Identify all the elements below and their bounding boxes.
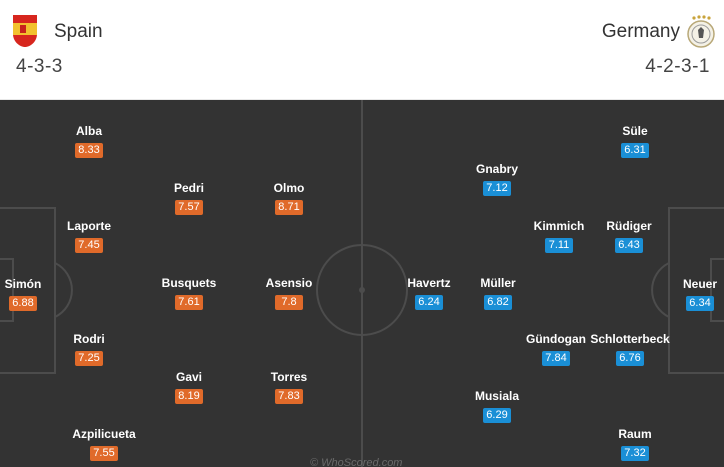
- player-neuer[interactable]: Neuer 6.34: [655, 277, 724, 311]
- home-formation: 4-3-3: [16, 56, 63, 77]
- lineup-header: Spain 4-3-3 Germany 4-2-3-1: [0, 0, 724, 100]
- player-name: Pedri: [173, 181, 204, 195]
- player-rating: 8.19: [175, 389, 203, 404]
- player-name: Raum: [618, 427, 652, 441]
- player-name: Schlotterbeck: [590, 332, 670, 346]
- player-simon[interactable]: Simón 6.88: [0, 277, 68, 311]
- player-havertz[interactable]: Havertz 6.24: [384, 276, 474, 310]
- player-name: Simón: [4, 277, 42, 291]
- player-busquets[interactable]: Busquets 7.61: [144, 276, 234, 310]
- player-muller[interactable]: Müller 6.82: [453, 276, 543, 310]
- player-name: Havertz: [407, 276, 451, 290]
- player-gnabry[interactable]: Gnabry 7.12: [452, 162, 542, 196]
- player-rudiger[interactable]: Rüdiger 6.43: [584, 219, 674, 253]
- player-rating: 6.31: [621, 143, 649, 158]
- player-rating: 7.32: [621, 446, 649, 461]
- player-rating: 7.45: [75, 238, 103, 253]
- germany-crest-icon: [687, 15, 715, 48]
- player-rating: 6.76: [616, 351, 644, 366]
- player-rating: 6.34: [686, 296, 714, 311]
- player-rating: 7.55: [90, 446, 118, 461]
- player-gavi[interactable]: Gavi 8.19: [144, 370, 234, 404]
- player-sule[interactable]: Süle 6.31: [590, 124, 680, 158]
- player-name: Olmo: [273, 181, 305, 195]
- player-name: Gavi: [175, 370, 202, 384]
- player-rodri[interactable]: Rodri 7.25: [44, 332, 134, 366]
- player-name: Rodri: [73, 332, 105, 346]
- player-rating: 7.12: [483, 181, 511, 196]
- watermark: © WhoScored.com: [310, 457, 403, 467]
- player-name: Laporte: [66, 219, 111, 233]
- player-name: Rüdiger: [606, 219, 652, 233]
- player-rating: 6.82: [484, 295, 512, 310]
- player-name: Asensio: [265, 276, 313, 290]
- player-name: Neuer: [682, 277, 717, 291]
- player-rating: 7.83: [275, 389, 303, 404]
- pitch: Alba 8.33 Pedri 7.57 Olmo 8.71 Laporte 7…: [0, 100, 724, 467]
- player-kimmich[interactable]: Kimmich 7.11: [514, 219, 604, 253]
- player-schlotterbeck[interactable]: Schlotterbeck 6.76: [585, 332, 675, 366]
- player-rating: 7.84: [542, 351, 570, 366]
- away-team-name[interactable]: Germany: [601, 21, 680, 42]
- player-name: Gnabry: [475, 162, 518, 176]
- player-rating: 6.24: [415, 295, 443, 310]
- player-musiala[interactable]: Musiala 6.29: [452, 389, 542, 423]
- player-name: Süle: [622, 124, 648, 138]
- player-azpilicueta[interactable]: Azpilicueta 7.55: [59, 427, 149, 461]
- player-name: Busquets: [161, 276, 217, 290]
- away-formation: 4-2-3-1: [645, 56, 710, 77]
- player-torres[interactable]: Torres 7.83: [244, 370, 334, 404]
- spain-flag-icon: [13, 15, 37, 47]
- player-raum[interactable]: Raum 7.32: [590, 427, 680, 461]
- player-asensio[interactable]: Asensio 7.8: [244, 276, 334, 310]
- player-rating: 7.57: [175, 200, 203, 215]
- player-name: Müller: [480, 276, 516, 290]
- player-name: Kimmich: [533, 219, 585, 233]
- player-rating: 7.8: [275, 295, 303, 310]
- player-rating: 7.61: [175, 295, 203, 310]
- player-rating: 8.71: [275, 200, 303, 215]
- player-rating: 6.88: [9, 296, 37, 311]
- player-laporte[interactable]: Laporte 7.45: [44, 219, 134, 253]
- player-pedri[interactable]: Pedri 7.57: [144, 181, 234, 215]
- player-name: Gündogan: [526, 332, 586, 346]
- player-rating: 7.11: [545, 238, 573, 253]
- pitch-markings: [0, 100, 724, 467]
- player-rating: 8.33: [75, 143, 103, 158]
- player-alba[interactable]: Alba 8.33: [44, 124, 134, 158]
- home-team-name[interactable]: Spain: [54, 21, 103, 42]
- player-rating: 6.29: [483, 408, 511, 423]
- player-gundogan[interactable]: Gündogan 7.84: [511, 332, 601, 366]
- player-name: Alba: [75, 124, 102, 138]
- player-name: Musiala: [474, 389, 519, 403]
- player-rating: 6.43: [615, 238, 643, 253]
- player-name: Torres: [270, 370, 308, 384]
- player-olmo[interactable]: Olmo 8.71: [244, 181, 334, 215]
- player-rating: 7.25: [75, 351, 103, 366]
- player-name: Azpilicueta: [72, 427, 136, 441]
